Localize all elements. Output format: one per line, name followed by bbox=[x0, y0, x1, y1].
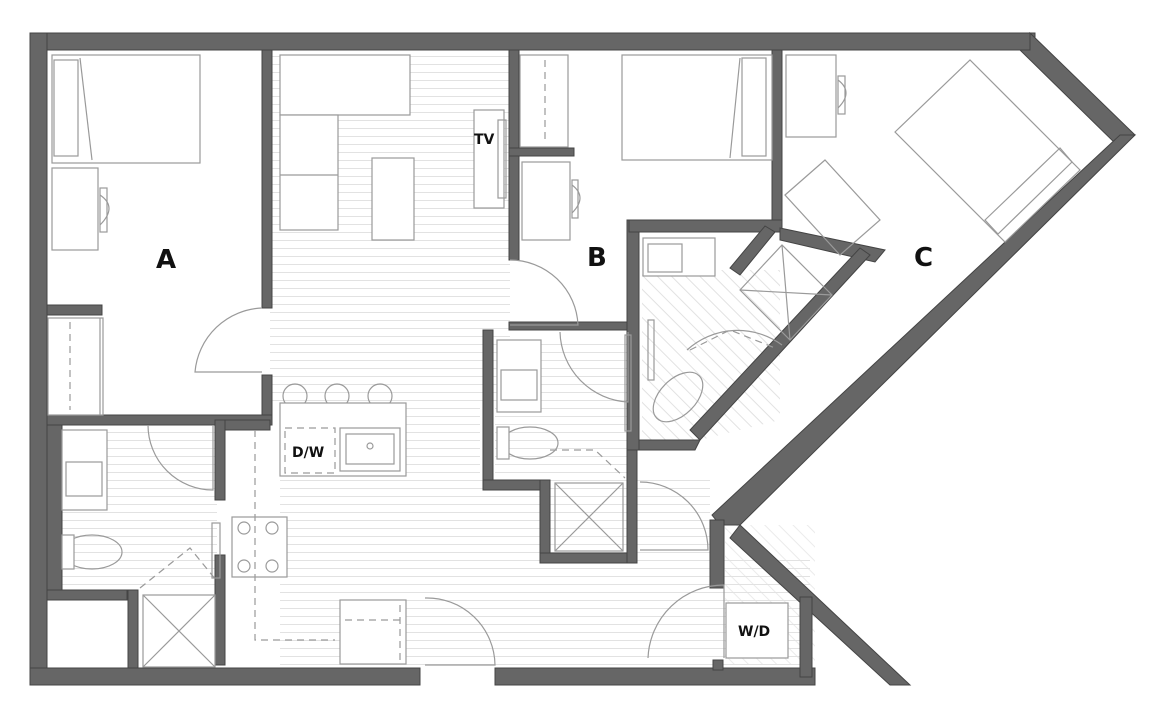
living-floor bbox=[62, 50, 815, 670]
dishwasher-label: D/W bbox=[292, 445, 324, 461]
bedroom-a-furniture bbox=[47, 54, 201, 416]
living-furniture bbox=[231, 54, 507, 665]
bedroom-b-furniture bbox=[519, 54, 773, 241]
bath-c-fixtures bbox=[642, 237, 833, 423]
walls bbox=[29, 31, 1137, 686]
room-label-b: B bbox=[587, 243, 607, 273]
tv-label: TV bbox=[474, 132, 495, 148]
washer-dryer-label: W/D bbox=[738, 624, 770, 640]
laundry-closet bbox=[725, 602, 789, 659]
room-label-a: A bbox=[156, 245, 176, 275]
bedroom-c-furniture bbox=[784, 54, 1081, 256]
bath-a-fixtures bbox=[61, 429, 221, 668]
room-label-c: C bbox=[914, 243, 933, 273]
doors bbox=[147, 259, 783, 666]
